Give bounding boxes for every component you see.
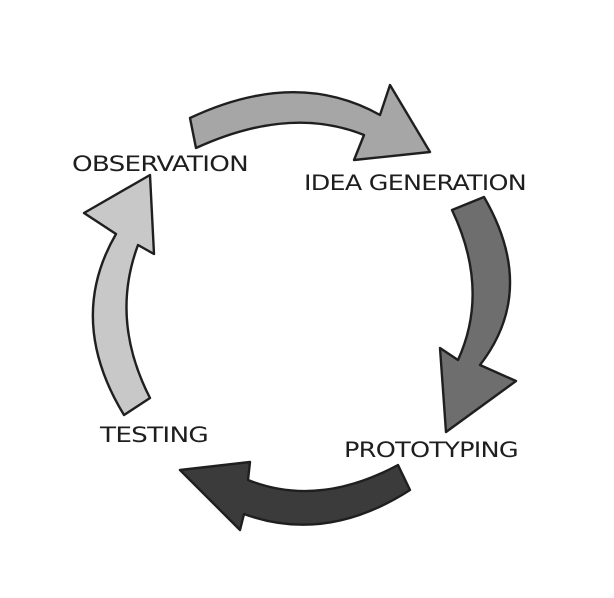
stage-label-prototyping: PROTOTYPING	[344, 438, 518, 462]
arrow-prototyping-to-testing	[178, 460, 412, 532]
stage-label-observation: OBSERVATION	[72, 152, 248, 176]
arrow-testing-to-observation	[82, 173, 156, 417]
arrow-observation-to-idea-generation	[188, 83, 432, 162]
stage-label-testing: TESTING	[99, 423, 208, 447]
stage-label-idea-generation: IDEA GENERATION	[304, 171, 526, 195]
arrow-idea-generation-to-prototyping	[438, 195, 518, 434]
